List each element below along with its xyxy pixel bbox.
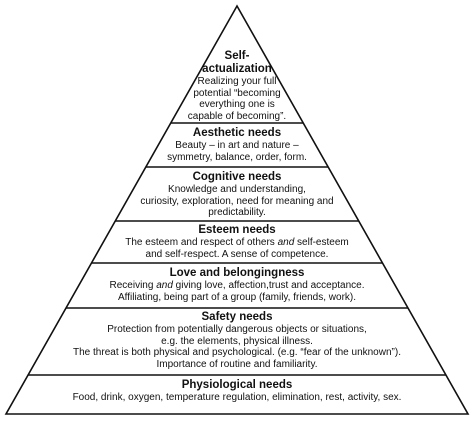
tier-title: Physiological needs [181,379,293,391]
tier-title: Love and belongingness [169,267,305,279]
tier-description: Protection from potentially dangerous ob… [107,324,367,335]
tier-description: symmetry, balance, order, form. [167,151,307,163]
tier-description: curiosity, exploration, need for meaning… [140,195,334,207]
tier-self-actualization: Self- actualization Realizing your full … [187,50,287,122]
pyramid-triangle [4,4,470,415]
tier-description: Realizing your full [197,76,277,87]
tier-description: Beauty – in art and nature – [175,140,299,151]
tier-description: potential “becoming [193,87,281,99]
tier-description: The threat is both physical and psycholo… [73,347,401,359]
tier-title: Safety needs [201,311,273,323]
tier-title: Self- [224,50,250,62]
tier-title: Cognitive needs [192,171,282,183]
tier-esteem: Esteem needs The esteem and respect of o… [97,224,377,260]
tier-safety: Safety needs Protection from potentially… [57,311,417,370]
tier-description: Receiving and giving love, affection,tru… [109,280,365,291]
tier-description: Food, drink, oxygen, temperature regulat… [72,392,402,403]
tier-description: capable of becoming”. [187,110,287,122]
tier-description: Importance of routine and familiarity. [156,358,318,370]
tier-description: The esteem and respect of others and sel… [125,237,349,248]
tier-love-belonging: Love and belongingness Receiving and giv… [67,267,407,303]
tier-title: Aesthetic needs [192,127,282,139]
tier-description: Knowledge and understanding, [168,184,306,195]
tier-description: everything one is [199,99,275,111]
tier-description: Affiliating, being part of a group (fami… [117,291,357,303]
tier-physiological: Physiological needs Food, drink, oxygen,… [27,379,447,404]
tier-description: predictability. [208,207,266,219]
tier-description: and self-respect. A sense of competence. [145,248,329,260]
tier-cognitive: Cognitive needs Knowledge and understand… [117,171,357,219]
tier-title: actualization [202,63,272,75]
tier-description: e.g. the elements, physical illness. [161,335,313,347]
tier-aesthetic: Aesthetic needs Beauty – in art and natu… [147,127,327,163]
tier-title: Esteem needs [198,224,276,236]
